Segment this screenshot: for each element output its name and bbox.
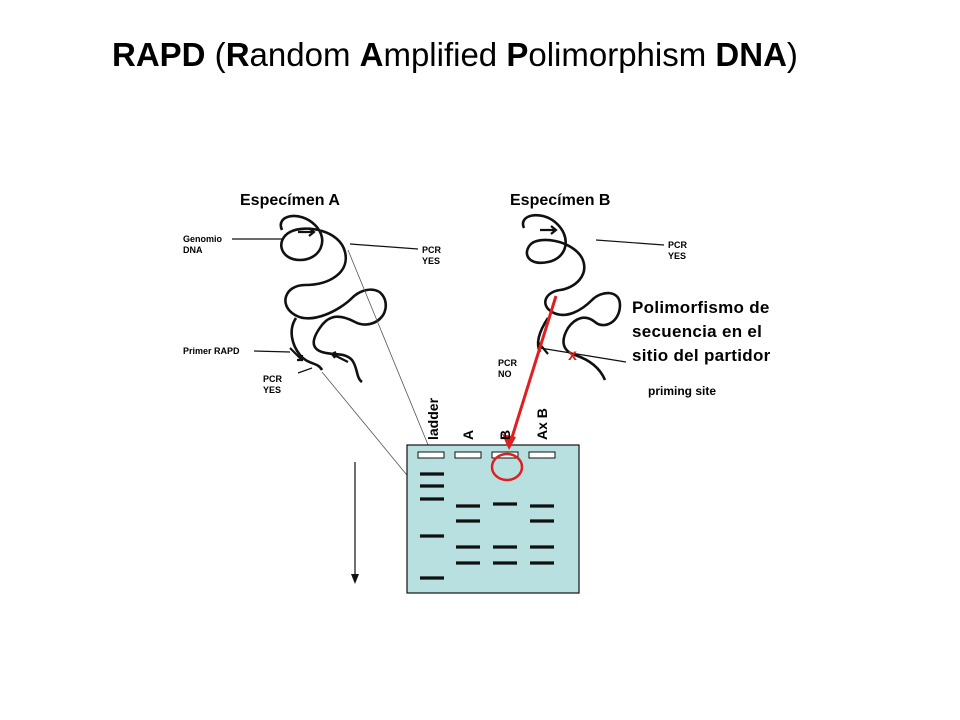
- primer-arrow-a3: [330, 351, 349, 363]
- title-part: A: [359, 36, 384, 73]
- pcr-yes-a-bottom-line2: YES: [263, 385, 282, 395]
- primer-arrow-a2: [289, 347, 304, 362]
- lane-label-ladder: ladder: [425, 397, 441, 440]
- pcr-yes-a-bottom-line1: PCR: [263, 374, 283, 384]
- specimen-b-label: Especímen B: [510, 192, 611, 209]
- title-part: ): [786, 36, 798, 73]
- title-part: andom: [249, 36, 360, 73]
- specimen-a-label: Especímen A: [240, 192, 340, 209]
- dna-strand-a: [279, 214, 388, 384]
- dna-strand-a-loop: [290, 317, 324, 371]
- leader-pcr-yes-b: [595, 239, 665, 246]
- genomio-line1: Genomio: [183, 234, 223, 244]
- title-part: P: [506, 36, 529, 73]
- priming-site-label: priming site: [648, 384, 717, 398]
- primer-arrow-a1: [298, 227, 316, 237]
- polymorphism-line1: Polimorfismo de: [632, 298, 770, 317]
- pcr-no-line1: PCR: [498, 358, 518, 368]
- pcr-no-label: PCR NO: [498, 358, 517, 380]
- pcr-yes-label-a-bottom: PCR YES: [263, 374, 282, 396]
- missing-band-circle: [490, 452, 524, 482]
- primer-arrow-b1: [540, 225, 558, 235]
- leader-primer: [253, 350, 291, 353]
- title-part: mplified: [383, 36, 507, 73]
- leader-pcr-yes-a-top: [349, 243, 419, 250]
- page-title: RAPD (Random Amplified Polimorphism DNA): [112, 36, 912, 74]
- pcr-yes-b-line2: YES: [668, 251, 687, 261]
- title-part: DNA: [715, 36, 787, 73]
- title-part: RAPD: [112, 36, 206, 73]
- pcr-yes-label-a-top: PCR YES: [422, 245, 441, 267]
- well-ladder: [417, 451, 445, 459]
- lane-label-b: B: [497, 429, 513, 440]
- pcr-yes-a-top-line2: YES: [422, 256, 441, 266]
- gel-bands: [420, 472, 554, 580]
- primer-label: Primer RAPD: [183, 346, 240, 356]
- well-a: [454, 451, 482, 459]
- pcr-yes-b-line1: PCR: [668, 240, 688, 250]
- polymorphism-line3: sitio del partidor: [632, 346, 771, 365]
- lane-label-axb: Ax B: [534, 408, 550, 440]
- pcr-yes-label-b: PCR YES: [668, 240, 687, 262]
- polymorphism-arrowhead: [502, 434, 516, 450]
- title-part: R: [225, 36, 250, 73]
- pcr-no-line2: NO: [498, 369, 512, 379]
- well-axb: [528, 451, 556, 459]
- title-part: (: [205, 36, 226, 73]
- polymorphism-label: Polimorfismo de secuencia en el sitio de…: [632, 296, 771, 368]
- mismatch-x-icon: x: [568, 347, 577, 364]
- migration-arrowhead: [351, 574, 359, 584]
- leader-pcr-no: [539, 347, 627, 363]
- genomio-line2: DNA: [183, 245, 203, 255]
- polymorphism-line2: secuencia en el: [632, 322, 763, 341]
- genomio-label: Genomio DNA: [183, 234, 222, 256]
- pcr-yes-a-top-line1: PCR: [422, 245, 442, 255]
- lane-label-a: A: [460, 429, 476, 440]
- polymorphism-arrow: [507, 295, 558, 448]
- leader-pcr-yes-a-bottom: [297, 367, 313, 374]
- title-part: olimorphism: [528, 36, 716, 73]
